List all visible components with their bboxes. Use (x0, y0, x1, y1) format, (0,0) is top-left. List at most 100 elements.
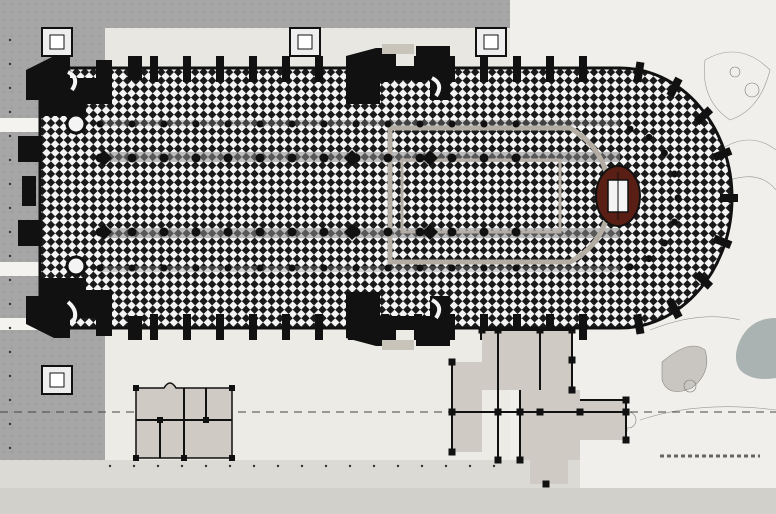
street-dot (396, 464, 400, 468)
column (160, 264, 168, 272)
street-dot (8, 350, 12, 354)
column (96, 264, 104, 272)
cloister-pier (516, 408, 524, 416)
garden-outline-1 (704, 51, 771, 121)
street-dot (8, 62, 12, 66)
column (256, 120, 264, 128)
street-dot (108, 464, 112, 468)
cloister-pier (494, 408, 502, 416)
buttress-south (315, 314, 323, 340)
ambulatory-column (660, 239, 668, 247)
ambulatory-column (674, 194, 682, 202)
column (480, 264, 488, 272)
ambulatory-column (660, 149, 668, 157)
buttress-south (447, 314, 455, 340)
street-dot (276, 464, 280, 468)
column (447, 153, 457, 163)
street-dot (8, 446, 12, 450)
street-dot (348, 464, 352, 468)
buttress-north (480, 56, 488, 82)
column (287, 153, 297, 163)
cloister-pier (622, 436, 630, 444)
buttress-north (282, 56, 290, 82)
buttress-north (249, 56, 257, 82)
cloister-pier (622, 396, 630, 404)
column (416, 264, 424, 272)
column (511, 153, 521, 163)
buttress-north (183, 56, 191, 82)
column (480, 120, 488, 128)
garden-outline-3 (639, 316, 776, 421)
ambulatory-column (671, 170, 679, 178)
column (160, 120, 168, 128)
cloister-pier (478, 326, 486, 334)
tower-northeast (346, 46, 450, 104)
street-dot (204, 464, 208, 468)
cloister-pier (542, 480, 550, 488)
west-facade (18, 56, 112, 338)
street-dot (8, 398, 12, 402)
street-dot (8, 206, 12, 210)
buttress-north (513, 56, 521, 82)
buttress-south (546, 314, 554, 340)
transept (128, 44, 450, 350)
bottom-strip (0, 488, 776, 514)
column (287, 227, 297, 237)
outer-wall (38, 66, 734, 330)
apse-buttress (666, 298, 683, 320)
sw-buttress (128, 316, 142, 340)
tower-southwest (26, 278, 112, 338)
cloister-pier (494, 326, 502, 334)
column (352, 120, 360, 128)
apse-buttress (693, 270, 714, 290)
ambulatory-column (626, 263, 634, 271)
column (223, 227, 233, 237)
street-dot (8, 38, 12, 42)
column (191, 227, 201, 237)
apse-buttress (712, 234, 733, 249)
column (224, 120, 232, 128)
garden-bed (661, 345, 708, 392)
column (255, 153, 265, 163)
apse-chapels (626, 61, 738, 335)
column (255, 227, 265, 237)
street-dot (8, 110, 12, 114)
buttress-south (150, 314, 158, 340)
buttress-north (315, 56, 323, 82)
crossing-pier (422, 224, 438, 240)
cloister-pier (536, 326, 544, 334)
column (159, 153, 169, 163)
column (320, 120, 328, 128)
column (224, 264, 232, 272)
aisle-band-n2 (100, 120, 620, 126)
kiosk-top-3 (475, 27, 507, 57)
pond (735, 318, 776, 379)
garden-outline-2 (719, 139, 776, 191)
column (479, 227, 489, 237)
buttress-north (546, 56, 554, 82)
cloister-pier (568, 326, 576, 334)
buttress-north (447, 56, 455, 82)
nw-buttress (128, 56, 142, 80)
kiosk-top-1 (41, 27, 73, 57)
street-dot (8, 326, 12, 330)
street-dot (468, 464, 472, 468)
cloister-pier (622, 408, 630, 416)
column (416, 120, 424, 128)
cloister-pier (568, 386, 576, 394)
buttress-south (579, 314, 587, 340)
column-grid (95, 120, 521, 272)
cloister-pier (448, 408, 456, 416)
apse-buttress (666, 76, 683, 98)
street-dot (228, 464, 232, 468)
cloister-pier (568, 356, 576, 364)
street-dot (8, 134, 12, 138)
cloister-pier (494, 456, 502, 464)
street-dot (8, 254, 12, 258)
buttress-north (150, 56, 158, 82)
column (384, 264, 392, 272)
apse-buttress (633, 313, 645, 335)
column (128, 120, 136, 128)
